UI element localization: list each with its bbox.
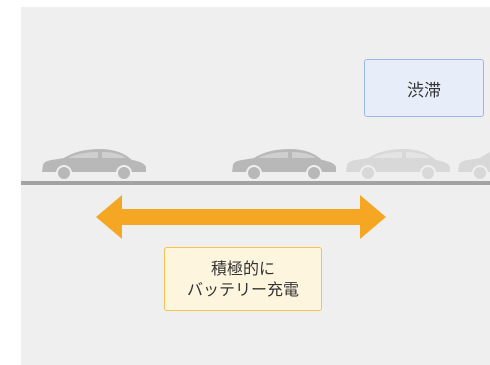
charge-label-line2: バッテリー充電 <box>186 280 299 299</box>
double-arrow-icon <box>96 195 386 239</box>
road-line <box>21 181 490 185</box>
car-icon <box>346 149 450 181</box>
congestion-label-box: 渋滞 <box>364 59 484 117</box>
car-icon <box>458 152 490 181</box>
car-icon <box>232 149 336 181</box>
charge-label-box: 積極的に バッテリー充電 <box>164 247 322 311</box>
car-icon <box>42 149 146 181</box>
charge-label-line1: 積極的に <box>210 259 275 278</box>
congestion-label: 渋滞 <box>407 80 441 101</box>
